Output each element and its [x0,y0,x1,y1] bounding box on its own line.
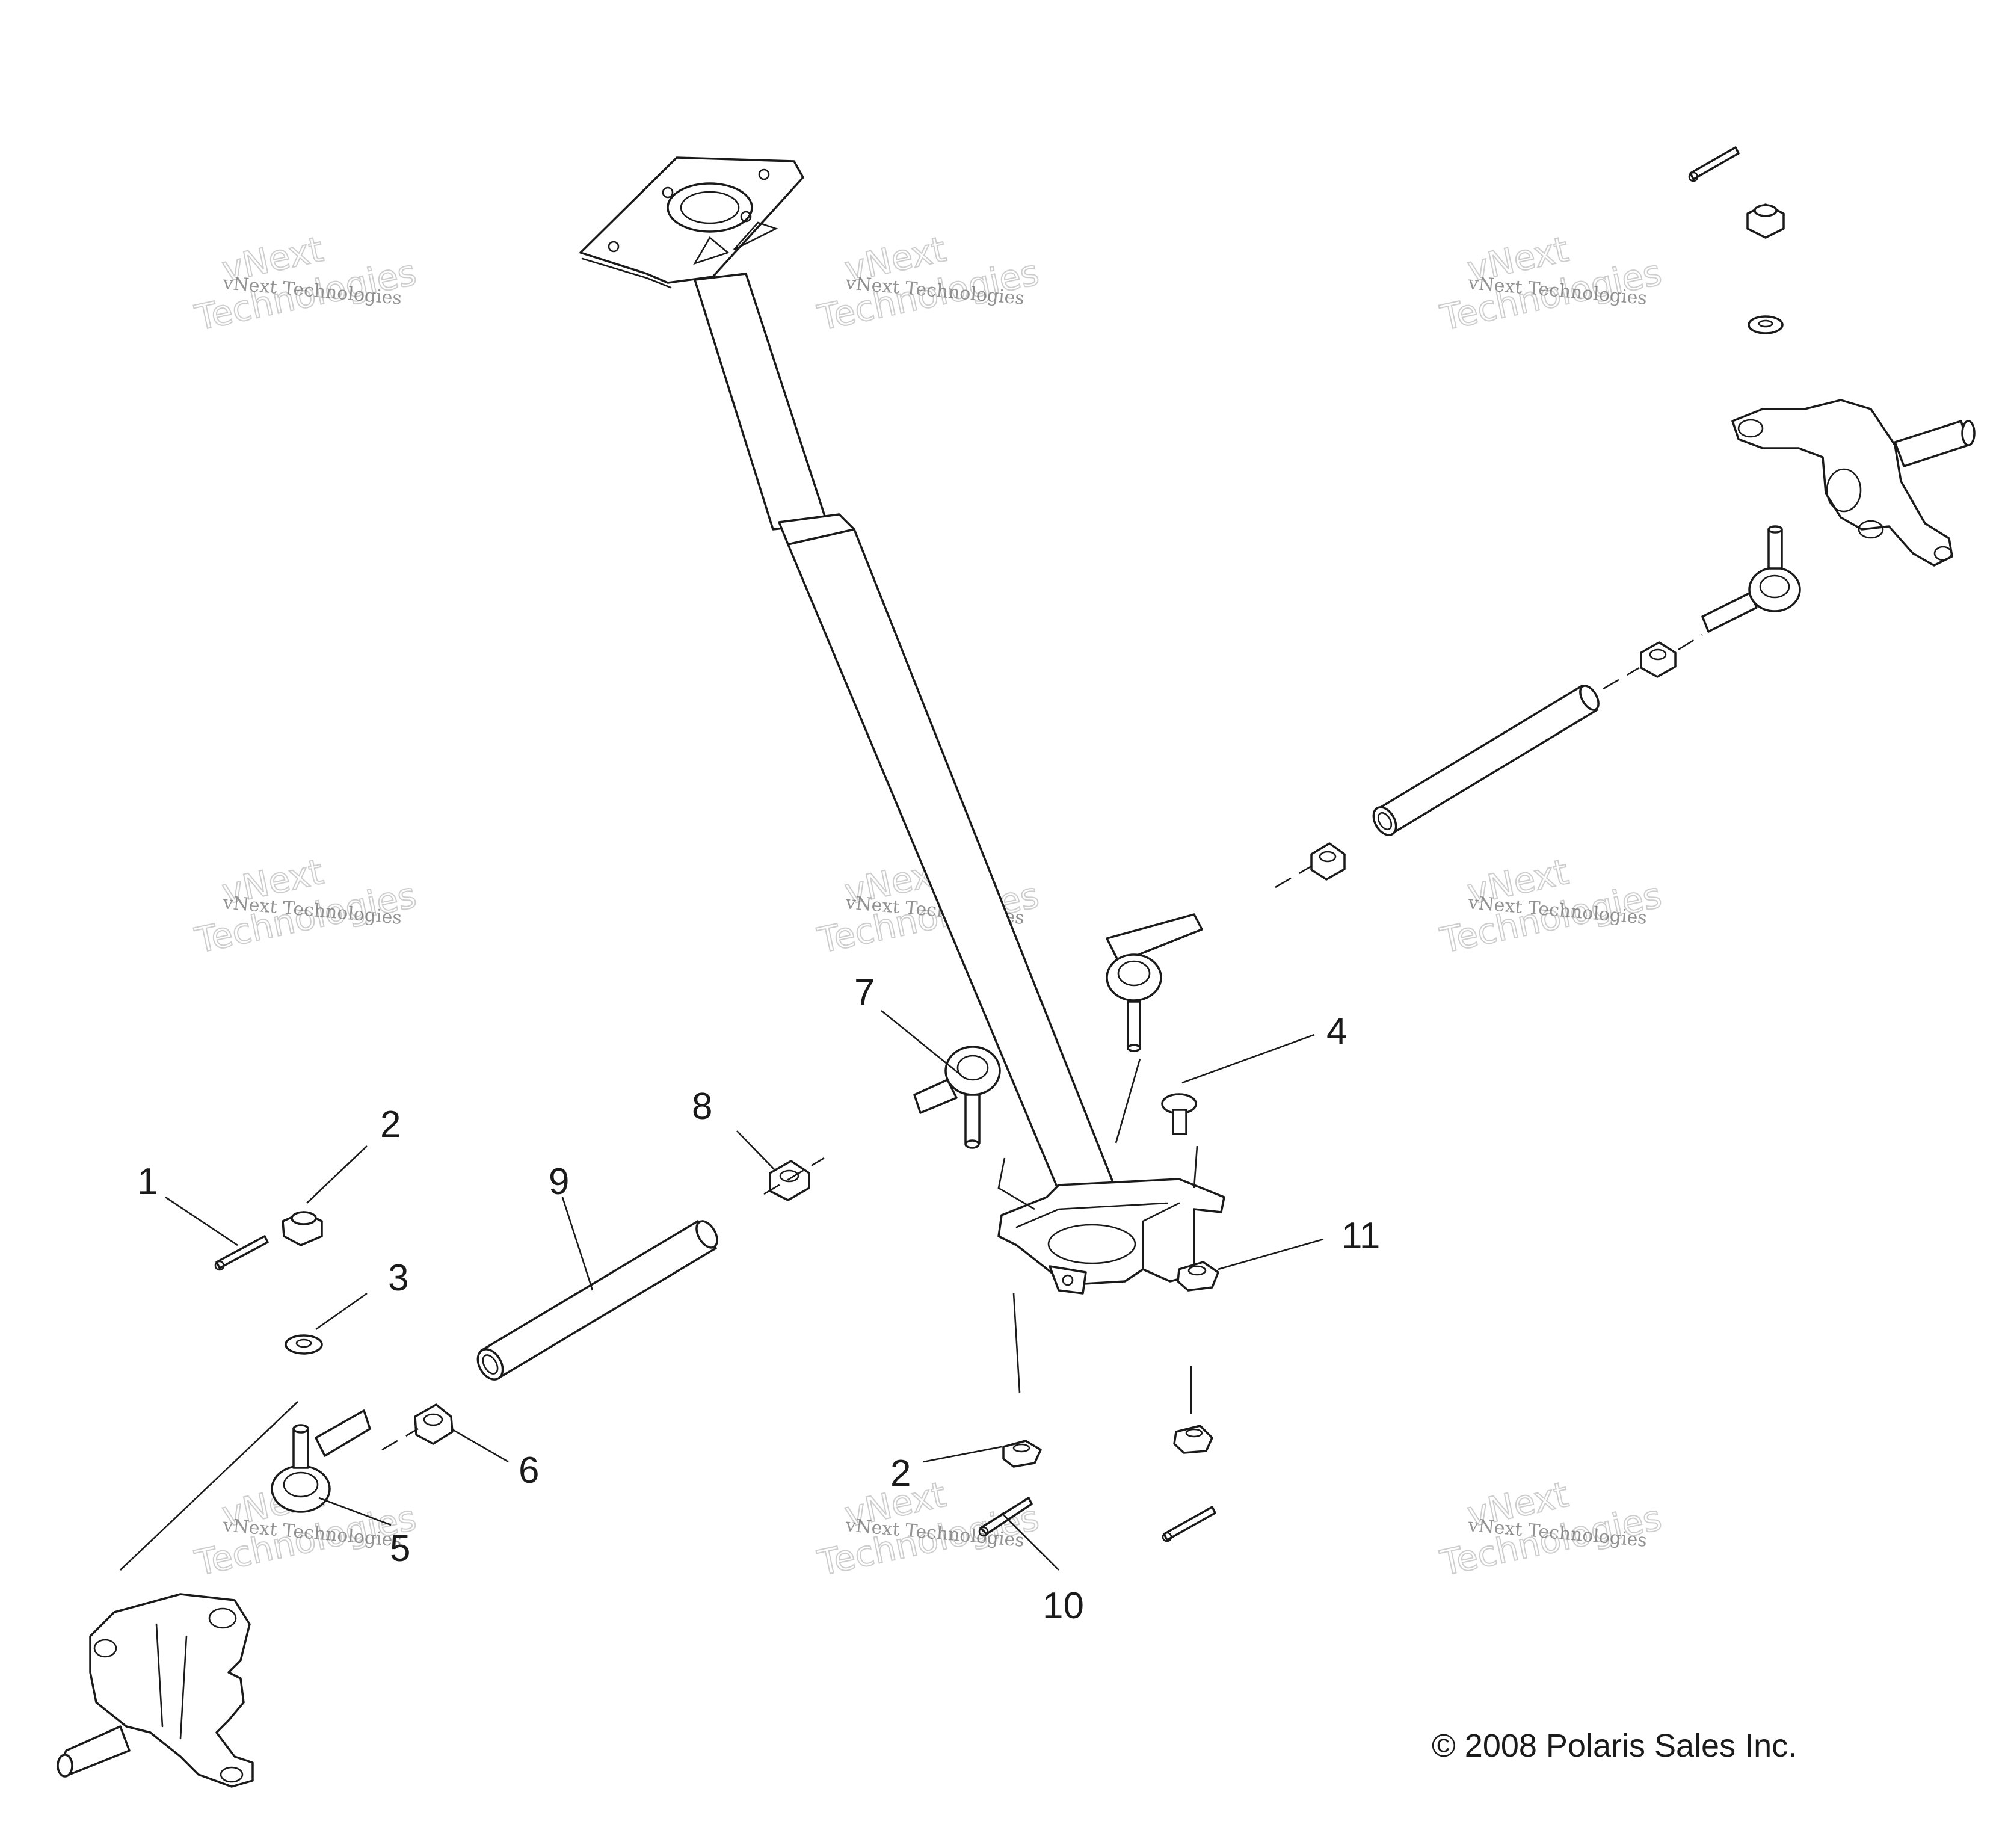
watermark-group: vNext Technologies vNext Technologies vN… [191,228,1666,1585]
tie-rod-tube-9 [476,1220,718,1381]
callout-labels: 1 2 3 9 8 7 4 11 6 5 2 10 [137,972,1380,1627]
callout-10: 10 [1043,1585,1084,1627]
left-spindle [57,1593,254,1788]
watermark: vNext Technologies [191,851,420,962]
tie-rod-end-upper [1106,913,1203,1052]
right-tube-assembly [1310,641,1677,881]
tie-rod-end-5 [271,1409,371,1513]
watermark: vNext Technologies [1436,1473,1666,1585]
watermark: vNext Technologies [1436,851,1666,962]
assembly-lines [120,633,1703,1571]
callout-5: 5 [390,1528,410,1569]
jam-nut-6 [414,1403,454,1445]
callout-11: 11 [1341,1215,1380,1257]
callout-4: 4 [1326,1011,1347,1052]
steering-post [579,156,1225,1295]
watermark: vNext Technologies [813,228,1043,339]
ball-stud-4 [1161,1093,1197,1135]
watermark: vNext Technologies [191,228,420,339]
watermark: vNext Technologies [1436,228,1666,339]
tie-rod-end-7 [913,1046,1001,1149]
callout-leaders [165,1009,1324,1571]
callout-1: 1 [137,1161,158,1203]
tie-rod-end-right [1701,525,1801,633]
right-spindle [1731,399,1976,567]
callout-7: 7 [854,972,875,1013]
lower-center-hardware [978,1424,1216,1542]
right-hardware [1688,146,1785,334]
callout-3: 3 [388,1257,408,1299]
jam-nut-8 [769,1160,810,1201]
callout-6: 6 [519,1450,539,1491]
callout-2-lower: 2 [890,1453,911,1494]
callout-2: 2 [380,1104,401,1145]
left-hardware [214,1211,323,1355]
nut-11 [1177,1261,1219,1292]
copyright-text: © 2008 Polaris Sales Inc. [1432,1728,1797,1764]
callout-9: 9 [549,1161,569,1203]
callout-8: 8 [692,1086,712,1127]
